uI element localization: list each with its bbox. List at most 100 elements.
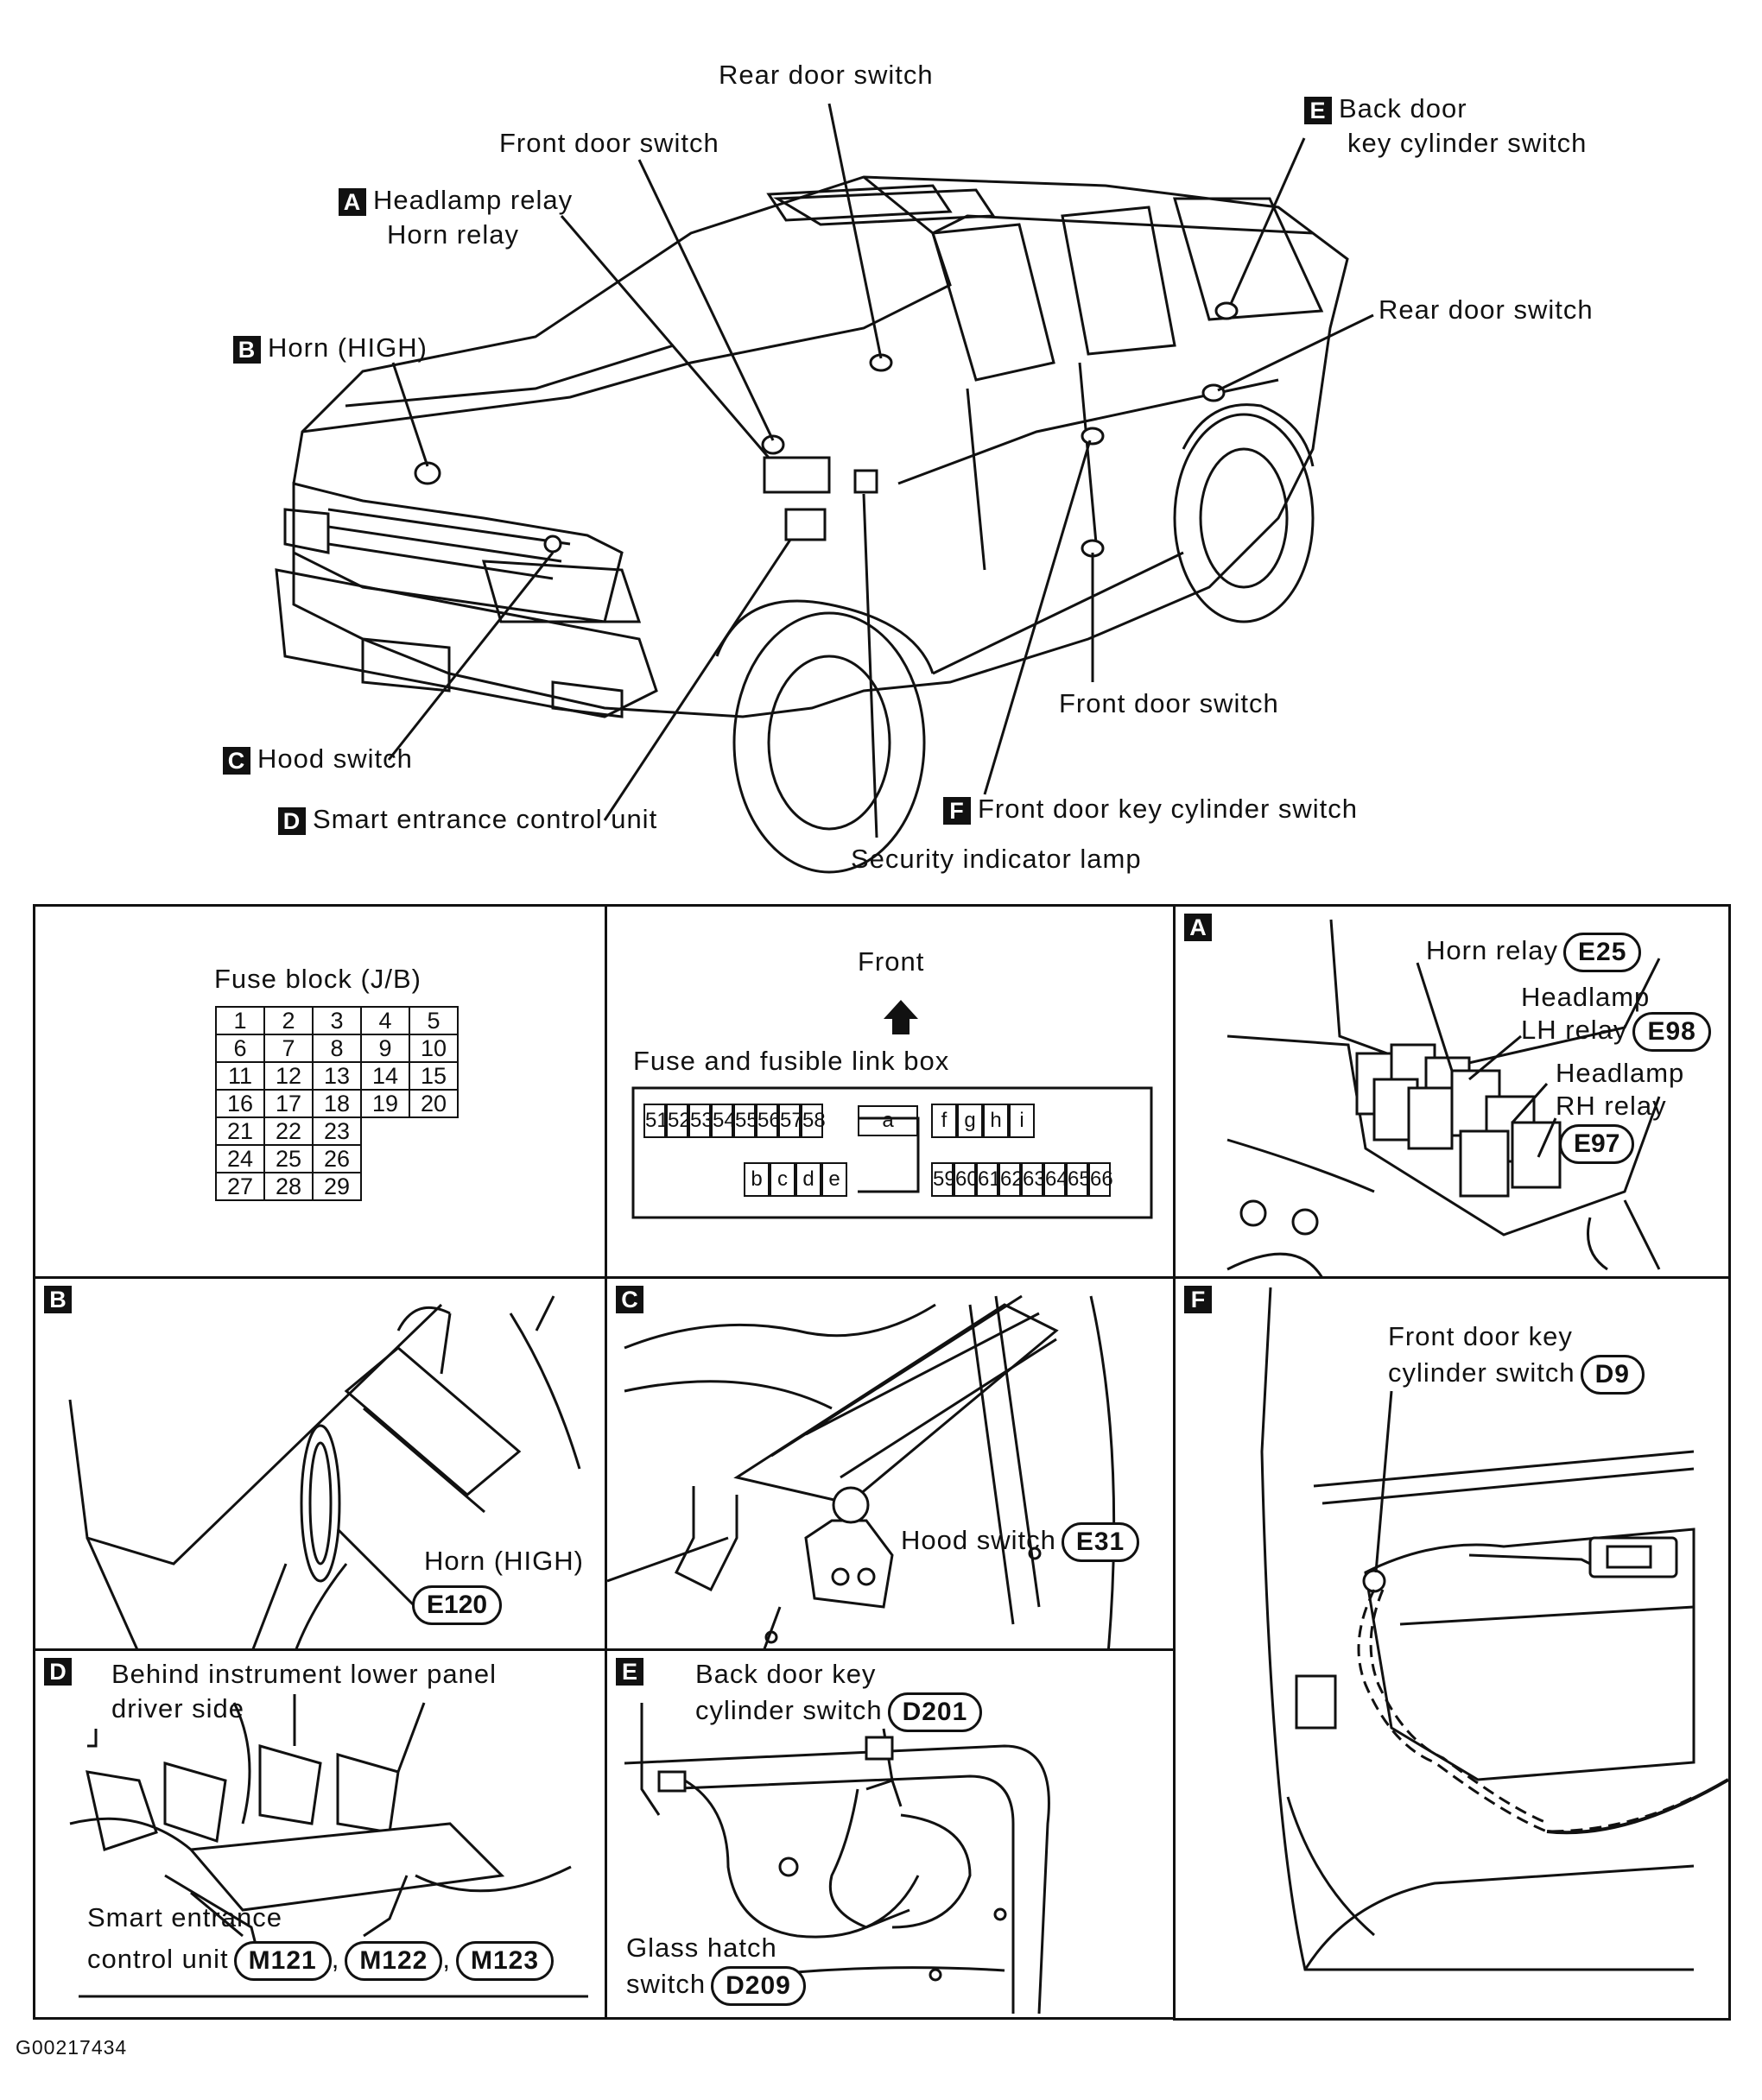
back-door-key-text: cylinder switch bbox=[695, 1695, 883, 1726]
fuse-cell: 66 bbox=[1088, 1162, 1113, 1197]
panel-d-tag: D bbox=[44, 1658, 72, 1686]
horn-illustration bbox=[68, 1295, 581, 1648]
fuse-cell: h bbox=[983, 1104, 1009, 1138]
fuse-cell: g bbox=[957, 1104, 983, 1138]
smart-entrance-unit-label-1: Smart entrance bbox=[87, 1902, 282, 1932]
rear-door-switch-label-1: Rear door switch bbox=[719, 60, 934, 90]
control-unit-illustration bbox=[69, 1694, 588, 1998]
fuse-cell: 52 bbox=[666, 1104, 691, 1138]
horn-high-text: Horn (HIGH) bbox=[268, 332, 428, 363]
callout-d: D bbox=[278, 806, 306, 835]
fuse-cell: 62 bbox=[998, 1162, 1024, 1197]
fuse-cell: 51 bbox=[643, 1104, 669, 1138]
fuse-cell: 24 bbox=[215, 1144, 265, 1173]
fuse-cell: 61 bbox=[976, 1162, 1001, 1197]
front-door-switch-label-1: Front door switch bbox=[499, 128, 719, 158]
fuse-cell: 53 bbox=[688, 1104, 713, 1138]
headlamp-rh-label-2: RH relay bbox=[1556, 1091, 1667, 1121]
fuse-cell: 5 bbox=[409, 1006, 459, 1035]
fuse-cell: 17 bbox=[263, 1089, 314, 1118]
fuse-cell: 57 bbox=[778, 1104, 803, 1138]
fuse-cell: 22 bbox=[263, 1116, 314, 1146]
figure-code: G00217434 bbox=[16, 2036, 128, 2059]
fuse-cell: 63 bbox=[1021, 1162, 1046, 1197]
fuse-cell: 20 bbox=[409, 1089, 459, 1118]
separator-1: , bbox=[331, 1944, 340, 1975]
connector-e25: E25 bbox=[1563, 933, 1642, 972]
fuse-cell: 28 bbox=[263, 1172, 314, 1201]
fuse-cell: 12 bbox=[263, 1061, 314, 1091]
vehicle-illustration bbox=[275, 103, 1374, 874]
fuse-cell: f bbox=[931, 1104, 957, 1138]
connector-e31: E31 bbox=[1061, 1522, 1140, 1562]
relay-box-illustration bbox=[1226, 919, 1661, 1276]
fuse-cell: 18 bbox=[312, 1089, 362, 1118]
back-door-text: Back door bbox=[1339, 93, 1467, 123]
connector-e120: E120 bbox=[412, 1585, 503, 1625]
panel-b-horn: B Horn (HIGH) E120 bbox=[33, 1276, 607, 1651]
door-illustration bbox=[1260, 1287, 1728, 1971]
fusible-box-title: Fuse and fusible link box bbox=[633, 1046, 950, 1076]
fuse-cell: 54 bbox=[711, 1104, 736, 1138]
hood-switch-illustration bbox=[607, 1294, 1116, 1648]
panel-a-tag: A bbox=[1184, 914, 1212, 941]
panel-c-tag: C bbox=[616, 1286, 643, 1313]
fuse-cell: 14 bbox=[360, 1061, 410, 1091]
panel-f-tag: F bbox=[1184, 1286, 1212, 1313]
fuse-cell: 3 bbox=[312, 1006, 362, 1035]
fuse-cell: 58 bbox=[801, 1104, 826, 1138]
fuse-cell: 56 bbox=[756, 1104, 781, 1138]
connector-m122: M122 bbox=[345, 1941, 443, 1981]
fuse-cell: c bbox=[770, 1162, 795, 1197]
fuse-cell: i bbox=[1009, 1104, 1035, 1138]
horn-relay-text: Horn relay bbox=[1426, 935, 1558, 966]
callout-a: A bbox=[339, 187, 366, 216]
fuse-cell: 25 bbox=[263, 1144, 314, 1173]
callout-e: E bbox=[1304, 96, 1332, 124]
fuse-cell: 23 bbox=[312, 1116, 362, 1146]
connector-d9: D9 bbox=[1580, 1355, 1645, 1395]
behind-panel-label-2: driver side bbox=[111, 1693, 244, 1724]
front-door-key-text: Front door key cylinder switch bbox=[978, 794, 1359, 824]
glass-hatch-label-1: Glass hatch bbox=[626, 1932, 777, 1963]
fuse-cell: b bbox=[744, 1162, 770, 1197]
callout-b: B bbox=[233, 335, 261, 364]
front-door-key-label-1: Front door key bbox=[1388, 1321, 1573, 1351]
hood-switch-text: Hood switch bbox=[901, 1525, 1056, 1556]
fuse-cell: 6 bbox=[215, 1034, 265, 1063]
connector-m121: M121 bbox=[233, 1941, 332, 1981]
security-lamp-label: Security indicator lamp bbox=[851, 844, 1142, 874]
fuse-cell: 59 bbox=[931, 1162, 956, 1197]
headlamp-lh-label-1: Headlamp bbox=[1521, 982, 1651, 1012]
fuse-cell: 16 bbox=[215, 1089, 265, 1118]
panel-b-tag: B bbox=[44, 1286, 72, 1313]
rear-door-switch-label-2: Rear door switch bbox=[1379, 294, 1594, 325]
headlamp-relay-text: Headlamp relay bbox=[373, 185, 574, 215]
fuse-cell: 55 bbox=[733, 1104, 758, 1138]
glass-hatch-text: switch bbox=[626, 1969, 707, 2000]
fuse-cell: 2 bbox=[263, 1006, 314, 1035]
fuse-cell: 8 bbox=[312, 1034, 362, 1063]
fuse-cell: 21 bbox=[215, 1116, 265, 1146]
connector-m123: M123 bbox=[455, 1941, 555, 1981]
fuse-cell: 7 bbox=[263, 1034, 314, 1063]
